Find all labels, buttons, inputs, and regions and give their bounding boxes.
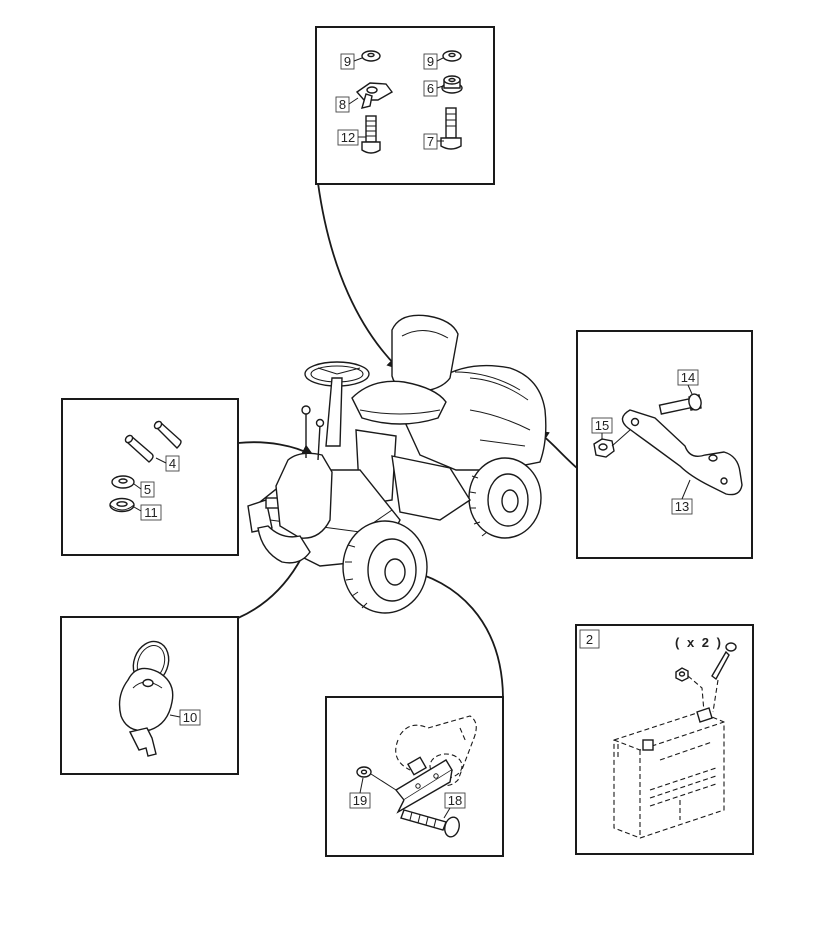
bolt-7 [440, 107, 462, 150]
steering-wheel [304, 361, 370, 447]
washer-5 [111, 475, 135, 489]
callout-6: 6 [427, 81, 434, 96]
callout-19: 19 [353, 793, 367, 808]
rear-body [403, 364, 547, 471]
ignition-key [118, 640, 174, 757]
battery-panel: 2 ( x 2 ) [575, 624, 754, 855]
terminal-bolt [711, 642, 737, 713]
callout-14: 14 [681, 370, 695, 385]
callout-5: 5 [144, 482, 151, 497]
seat [351, 314, 459, 425]
bolt-14 [658, 393, 702, 415]
seat-hardware-panel: 9 8 12 9 6 7 [315, 26, 495, 185]
pin-lower [124, 434, 154, 463]
callout-7: 7 [427, 134, 434, 149]
callout-11: 11 [144, 505, 158, 520]
callout-15: 15 [595, 418, 609, 433]
pin-upper [153, 420, 182, 449]
callout-9-left: 9 [344, 54, 351, 69]
wheel-hardware-panel: 19 18 [325, 696, 504, 857]
callout-4: 4 [169, 456, 176, 471]
pins-panel: 4 5 11 [61, 398, 239, 556]
leader-lift-lever-pins [237, 441, 315, 457]
bracket-panel: 14 15 13 [576, 330, 753, 559]
terminal-nut [675, 667, 705, 713]
wing-knob-8 [355, 82, 394, 109]
callout-2: 2 [586, 632, 593, 647]
front-wheel-far [257, 525, 311, 564]
washer-19 [356, 766, 397, 791]
battery-outline [613, 707, 725, 839]
front-pod [275, 405, 333, 539]
callout-9-right: 9 [427, 54, 434, 69]
leader-seat-hardware [317, 182, 400, 370]
washer-11 [109, 497, 135, 513]
callout-10: 10 [183, 710, 197, 725]
front-wheel [342, 520, 428, 614]
callout-13: 13 [675, 499, 689, 514]
washer-9-left [361, 50, 381, 62]
bracket-13 [621, 409, 743, 496]
washer-9-right [442, 50, 462, 62]
spindle-bracket [394, 756, 453, 814]
bolt-18 [400, 809, 460, 838]
bushing-6 [441, 75, 463, 94]
riding-mower [247, 314, 547, 614]
hub-ghost [395, 715, 477, 787]
quantity-label: ( x 2 ) [675, 635, 723, 650]
callout-8: 8 [339, 97, 346, 112]
callout-18: 18 [448, 793, 462, 808]
key-panel: 10 [60, 616, 239, 775]
bolt-12 [361, 115, 381, 154]
rear-wheel [468, 457, 542, 539]
callout-12: 12 [341, 130, 355, 145]
leader-lines [237, 182, 578, 698]
